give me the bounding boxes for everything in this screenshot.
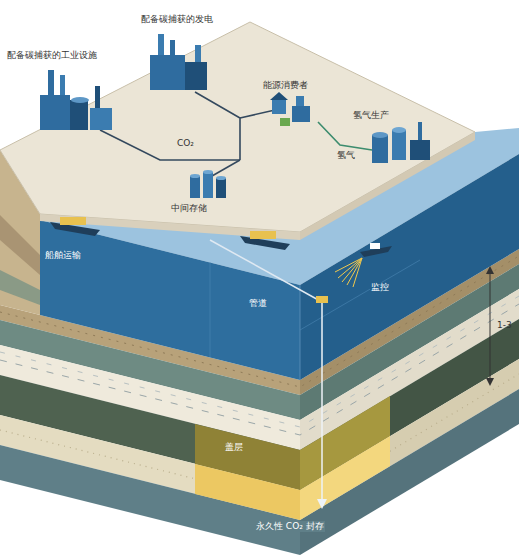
pipeline-part: [100, 130, 240, 160]
industrial-facility-part: [48, 70, 54, 95]
hydrogen-plant: [372, 122, 430, 163]
hydrogen-plant-part: [410, 140, 430, 160]
land-part: [300, 132, 475, 240]
storage-tanks-part: [203, 170, 213, 174]
sea-part: [210, 262, 211, 357]
label-storage-site: 永久性 CO₂ 封存: [255, 521, 325, 532]
energy-consumers-part: [292, 106, 310, 122]
hydrogen-plant-part: [392, 130, 406, 160]
injection-well: [210, 240, 328, 509]
label-hydrogen-production: 氢气生产: [352, 110, 390, 121]
pipeline: [100, 92, 275, 180]
depth-arrow-part: [490, 272, 491, 380]
energy-consumers-part: [296, 96, 304, 106]
depth-arrow-part: [486, 378, 494, 386]
ships-part: [60, 217, 86, 225]
power-plant-part: [185, 62, 207, 90]
ships-part: [370, 243, 380, 249]
energy-consumers-part: [272, 100, 286, 114]
power-plant: [150, 34, 207, 90]
depth-number: 1-3: [496, 320, 513, 331]
depth-arrow: [486, 266, 494, 386]
power-plant-part: [150, 55, 185, 90]
industrial-facility-part: [90, 108, 112, 130]
ships-part: [250, 231, 276, 239]
power-plant-part: [170, 40, 175, 55]
hydrogen-pipe-part: [318, 122, 372, 150]
hydrogen-plant-part: [392, 127, 406, 133]
injection-well-part: [321, 302, 323, 500]
industrial-facility: [40, 70, 112, 130]
industrial-facility-part: [60, 75, 65, 95]
label-pipeline: 管道: [248, 298, 268, 309]
ships: [50, 217, 392, 257]
sonar-fan-part: [342, 258, 362, 282]
land-part: [0, 22, 475, 232]
sonar-fan: [335, 258, 362, 287]
reservoir: [195, 396, 390, 520]
pipeline-part: [195, 92, 240, 160]
industrial-facility-part: [95, 86, 100, 108]
label-caprock: 盖层: [224, 442, 244, 453]
energy-consumers-part: [280, 118, 290, 126]
injection-well-part: [210, 240, 322, 302]
sea-part: [300, 285, 301, 380]
storage-tanks-part: [203, 172, 213, 198]
power-plant-part: [195, 45, 201, 62]
label-power: 配备碳捕获的发电: [140, 14, 214, 25]
storage-tanks-part: [190, 174, 200, 178]
label-shipping: 船舶运输: [44, 250, 82, 261]
industrial-facility-part: [40, 95, 70, 130]
depth-arrow-part: [486, 266, 494, 274]
industrial-facility-part: [71, 97, 89, 103]
land-part: [40, 214, 300, 240]
land-slab-part: [0, 215, 40, 275]
pipeline-part: [240, 110, 275, 118]
hydrogen-plant-part: [418, 122, 422, 140]
industrial-facility-part: [70, 100, 88, 130]
power-plant-part: [158, 34, 164, 55]
label-co2: CO₂: [176, 138, 195, 149]
label-hydrogen: 氢气: [336, 150, 356, 161]
label-consumers: 能源消费者: [262, 80, 309, 91]
label-monitoring: 监控: [370, 282, 390, 293]
reservoir-part: [195, 464, 300, 520]
land-slab-part: [0, 270, 40, 305]
strata-right-part: [300, 389, 519, 555]
injection-well-part: [316, 296, 328, 303]
label-storage: 中间存储: [170, 203, 208, 214]
reservoir-part: [300, 436, 390, 520]
land: [0, 22, 475, 240]
hydrogen-pipe: [318, 122, 372, 150]
sonar-fan-part: [353, 258, 362, 287]
label-industry: 配备碳捕获的工业设施: [6, 50, 98, 61]
hydrogen-plant-part: [372, 132, 388, 138]
injection-well-part: [317, 499, 327, 509]
storage-tanks-part: [190, 176, 200, 198]
energy-consumers: [270, 92, 310, 126]
hydrogen-plant-part: [372, 135, 388, 163]
storage-tanks: [190, 170, 226, 198]
storage-tanks-part: [216, 178, 226, 198]
sea-part: [40, 220, 300, 380]
sea-part: [300, 260, 420, 330]
energy-consumers-part: [270, 92, 288, 100]
storage-tanks-part: [216, 176, 226, 180]
